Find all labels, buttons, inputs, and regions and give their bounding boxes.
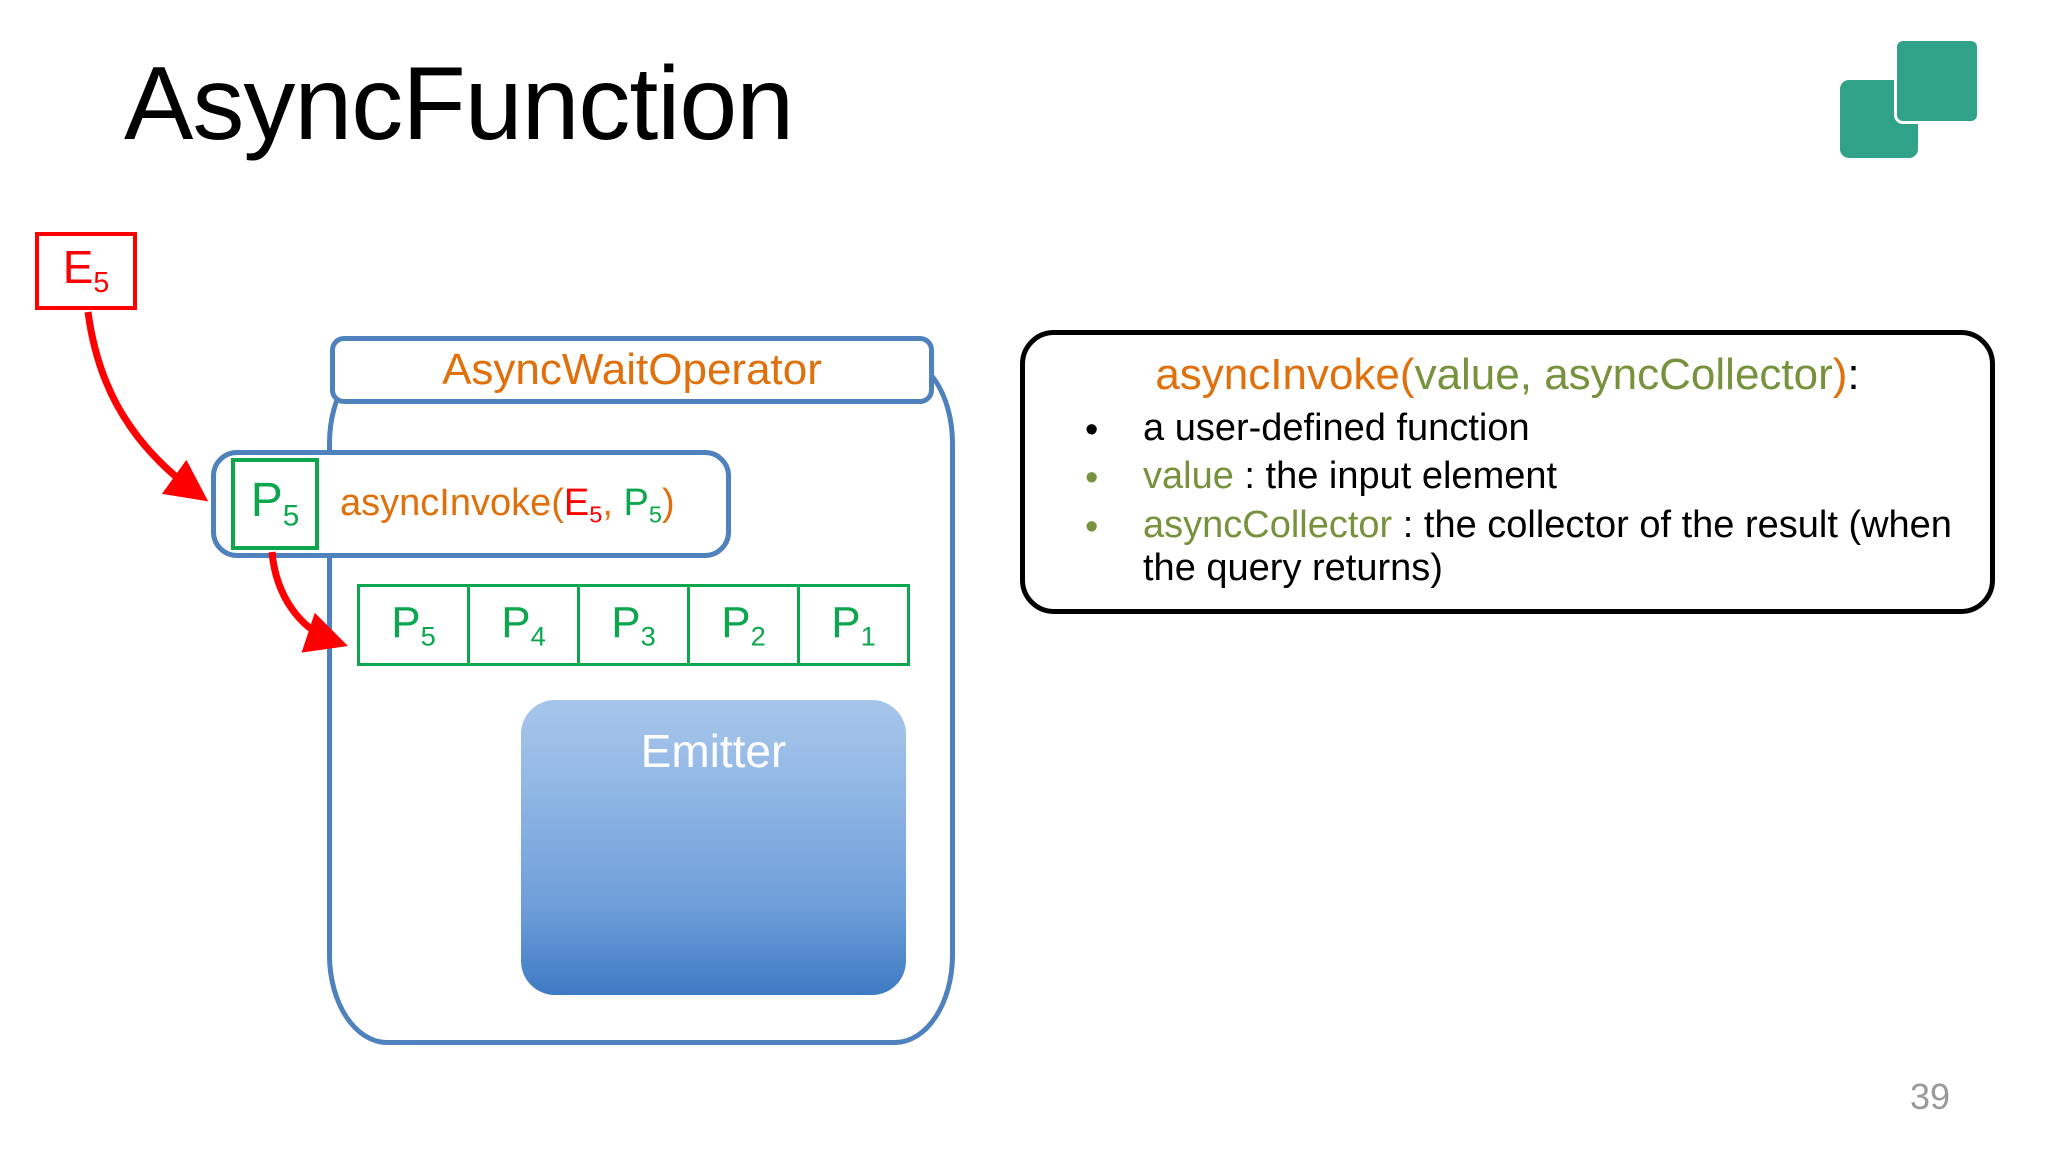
- callout-param2: asyncCollector: [1544, 350, 1833, 399]
- queue-cell: P2: [687, 584, 800, 666]
- bullet-icon: •: [1085, 505, 1099, 548]
- callout-item-term: value: [1143, 455, 1234, 498]
- page-number: 39: [1910, 1076, 1951, 1117]
- callout-item-text: a user-defined function: [1143, 406, 1530, 449]
- callout-list-item: • asyncCollector : the collector of the r…: [1051, 504, 1964, 589]
- bullet-icon: •: [1085, 408, 1099, 451]
- async-wait-operator-title-box: AsyncWaitOperator: [330, 336, 934, 404]
- callout-item-text: : the collector of the result (when the …: [1143, 504, 1952, 589]
- promise-queue: P5 P4 P3 P2 P1: [357, 584, 910, 666]
- async-invoke-separator: ,: [602, 482, 624, 524]
- input-element-label: E5: [62, 241, 110, 300]
- async-invoke-fn-close: ): [661, 482, 675, 524]
- queue-cell: P1: [797, 584, 910, 666]
- callout-list: • a user-defined function • value : the in…: [1051, 407, 1964, 589]
- async-invoke-fn-open: asyncInvoke(: [340, 482, 564, 524]
- async-invoke-expression: asyncInvoke(E5, P5): [340, 484, 675, 527]
- queue-cell: P3: [577, 584, 690, 666]
- queue-cell: P5: [357, 584, 470, 666]
- queue-cell-label: P5: [391, 597, 436, 652]
- queue-cell-label: P1: [831, 597, 876, 652]
- queue-cell: P4: [467, 584, 580, 666]
- input-element-box: E5: [35, 232, 137, 310]
- async-wait-operator-title-label: AsyncWaitOperator: [442, 345, 822, 394]
- two-squares-logo-icon: [1840, 38, 1980, 162]
- async-invoke-slot-label: P5: [250, 473, 300, 533]
- callout-item-term: asyncCollector: [1143, 504, 1393, 546]
- emitter-label: Emitter: [640, 725, 787, 777]
- callout-list-item: • value : the input element: [1051, 455, 1964, 500]
- emitter-box: Emitter: [521, 700, 906, 995]
- callout-item-text: : the input element: [1233, 455, 1558, 498]
- queue-cell-label: P2: [721, 597, 766, 652]
- arrow-e5-to-invoke-slot: [84, 311, 209, 502]
- callout-list-item: • a user-defined function: [1051, 406, 1964, 451]
- page-title: AsyncFunction: [124, 46, 794, 162]
- callout-colon: :: [1847, 350, 1860, 399]
- bullet-icon: •: [1085, 457, 1099, 500]
- async-invoke-slot-box: P5: [231, 458, 319, 550]
- callout-param-separator: ,: [1519, 350, 1545, 399]
- async-invoke-arg1: E5: [563, 482, 603, 528]
- callout-fn-open: asyncInvoke(: [1155, 350, 1415, 399]
- explanation-callout: asyncInvoke(value, asyncCollector): •a u…: [1020, 330, 1995, 614]
- logo-square-front: [1894, 38, 1980, 124]
- async-invoke-arg2: P5: [623, 482, 662, 528]
- queue-cell-label: P4: [501, 597, 546, 652]
- callout-fn-close: ): [1832, 350, 1848, 399]
- callout-param1: value: [1414, 350, 1520, 399]
- callout-heading: asyncInvoke(value, asyncCollector):: [1051, 349, 1964, 401]
- queue-cell-label: P3: [611, 597, 656, 652]
